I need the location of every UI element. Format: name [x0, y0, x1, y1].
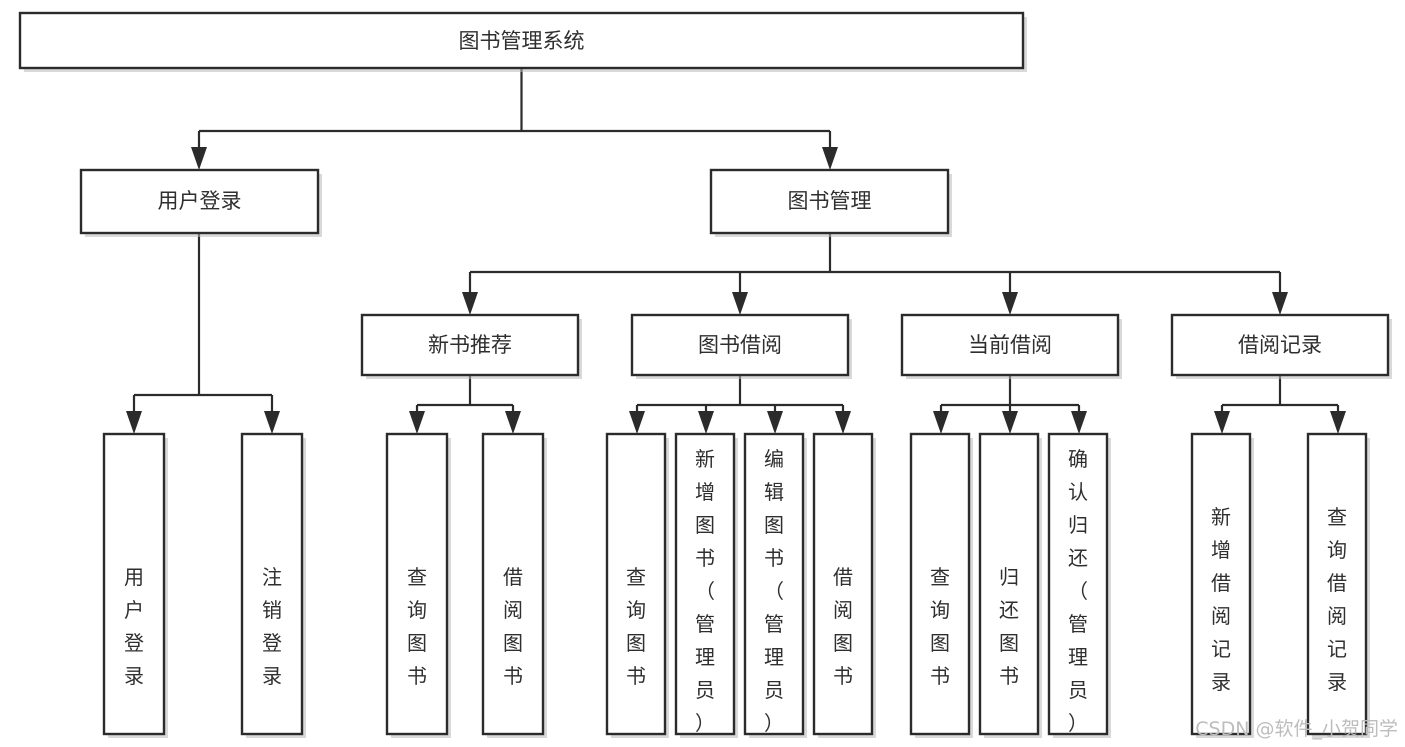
leaf-add-record-label: 新增借阅记录 — [1211, 505, 1231, 694]
watermark-label: CSDN @软件_小贺同学 — [1195, 718, 1398, 740]
arrowhead-to-leaf-borrow-book-2 — [835, 411, 851, 434]
arrowhead-to-user-login — [191, 147, 207, 170]
connector-root-bus — [197, 68, 832, 147]
connector-bookborrow-bus — [635, 375, 845, 411]
leaf-return-book-box[interactable] — [978, 432, 1040, 736]
leaf-user-login-box[interactable] — [102, 432, 166, 736]
borrow-record-label: 借阅记录 — [1238, 333, 1322, 357]
node-book-borrow[interactable]: 图书借阅 — [630, 313, 852, 379]
current-borrow-box[interactable] — [900, 313, 1120, 377]
new-book-recommend-label: 新书推荐 — [428, 333, 512, 357]
leaf-borrow-book-2[interactable]: 借阅图书 — [812, 432, 876, 738]
leaf-query-record-label: 查询借阅记录 — [1327, 505, 1347, 694]
current-borrow-label: 当前借阅 — [968, 333, 1052, 357]
arrowhead-to-leaf-borrow-book-1 — [505, 411, 521, 434]
leaf-add-book[interactable]: 新增图书（管理员） — [674, 432, 738, 738]
leaf-user-logout-label: 注销登录 — [262, 565, 282, 688]
connector-borrowrecord-bus — [1220, 375, 1340, 411]
book-manage-label: 图书管理 — [788, 189, 872, 213]
arrowhead-to-new-book-recommend — [462, 292, 478, 315]
node-user-login[interactable]: 用户登录 — [79, 168, 322, 237]
user-login-label: 用户登录 — [158, 189, 242, 213]
arrowhead-to-borrow-record — [1272, 292, 1288, 315]
arrowhead-to-leaf-query-book-2 — [629, 411, 645, 434]
arrowhead-to-leaf-query-book-1 — [409, 411, 425, 434]
leaf-confirm-return-box[interactable] — [1047, 432, 1109, 736]
leaf-edit-book[interactable]: 编辑图书（管理员） — [743, 432, 807, 738]
book-borrow-label: 图书借阅 — [698, 333, 782, 357]
leaf-query-book-1[interactable]: 查询图书 — [385, 432, 451, 738]
arrowhead-to-leaf-user-logout — [264, 411, 280, 434]
leaf-query-book-1-label: 查询图书 — [407, 565, 427, 688]
leaf-query-book-2-label: 查询图书 — [626, 565, 646, 688]
arrowhead-to-current-borrow — [1002, 292, 1018, 315]
arrowhead-to-leaf-confirm-return — [1071, 411, 1087, 434]
leaf-user-login-label: 用户登录 — [124, 565, 144, 688]
node-borrow-record[interactable]: 借阅记录 — [1170, 313, 1392, 379]
node-root[interactable]: 图书管理系统 — [18, 11, 1027, 72]
arrowhead-to-leaf-user-login — [126, 411, 142, 434]
book-manage-box[interactable] — [709, 168, 950, 235]
connector-bookmanage-bus — [468, 233, 1282, 292]
leaf-query-book-3[interactable]: 查询图书 — [909, 432, 973, 738]
leaf-query-book-3-box[interactable] — [909, 432, 971, 736]
connector-newbook-bus — [415, 375, 515, 411]
connector-layer — [126, 68, 1346, 434]
arrowhead-to-leaf-return-book — [1002, 411, 1018, 434]
arrowhead-to-leaf-add-record — [1214, 411, 1230, 434]
connector-userlogin-bus — [132, 233, 274, 411]
leaf-query-book-2-box[interactable] — [605, 432, 667, 736]
leaf-borrow-book-2-label: 借阅图书 — [833, 565, 853, 688]
leaf-add-book-label: 新增图书（管理员） — [695, 447, 715, 735]
leaf-confirm-return-label: 确认归还（管理员） — [1068, 447, 1088, 735]
node-new-book-recommend[interactable]: 新书推荐 — [360, 313, 582, 379]
arrowhead-to-book-manage — [822, 147, 838, 170]
leaf-edit-book-box[interactable] — [743, 432, 805, 736]
leaf-confirm-return[interactable]: 确认归还（管理员） — [1047, 432, 1111, 738]
arrowhead-to-leaf-edit-book — [767, 411, 783, 434]
arrowhead-to-leaf-query-book-3 — [933, 411, 949, 434]
leaf-query-record-box[interactable] — [1306, 432, 1368, 736]
new-book-recommend-box[interactable] — [360, 313, 580, 377]
arrowhead-to-book-borrow — [732, 292, 748, 315]
connector-currentborrow-bus — [939, 375, 1081, 411]
leaf-user-login[interactable]: 用户登录 — [102, 432, 168, 738]
leaf-add-book-box[interactable] — [674, 432, 736, 736]
leaf-query-book-3-label: 查询图书 — [930, 565, 950, 688]
node-book-manage[interactable]: 图书管理 — [709, 168, 952, 237]
leaf-add-record[interactable]: 新增借阅记录 — [1190, 432, 1254, 738]
arrowhead-to-leaf-query-record — [1330, 411, 1346, 434]
borrow-record-box[interactable] — [1170, 313, 1390, 377]
root-box[interactable] — [18, 11, 1025, 70]
root-label: 图书管理系统 — [459, 29, 585, 53]
arrowhead-to-leaf-add-book — [698, 411, 714, 434]
leaf-user-logout-box[interactable] — [240, 432, 304, 736]
user-login-box[interactable] — [79, 168, 320, 235]
book-borrow-box[interactable] — [630, 313, 850, 377]
leaf-borrow-book-1-label: 借阅图书 — [503, 565, 523, 688]
leaf-query-book-2[interactable]: 查询图书 — [605, 432, 669, 738]
leaf-borrow-book-1[interactable]: 借阅图书 — [481, 432, 547, 738]
leaf-add-record-box[interactable] — [1190, 432, 1252, 736]
leaf-user-logout[interactable]: 注销登录 — [240, 432, 306, 738]
leaf-return-book[interactable]: 归还图书 — [978, 432, 1042, 738]
leaf-query-record[interactable]: 查询借阅记录 — [1306, 432, 1370, 738]
node-current-borrow[interactable]: 当前借阅 — [900, 313, 1122, 379]
leaf-edit-book-label: 编辑图书（管理员） — [764, 447, 784, 735]
leaf-borrow-book-2-box[interactable] — [812, 432, 874, 736]
leaf-borrow-book-1-box[interactable] — [481, 432, 545, 736]
leaf-return-book-label: 归还图书 — [999, 565, 1019, 688]
leaf-query-book-1-box[interactable] — [385, 432, 449, 736]
